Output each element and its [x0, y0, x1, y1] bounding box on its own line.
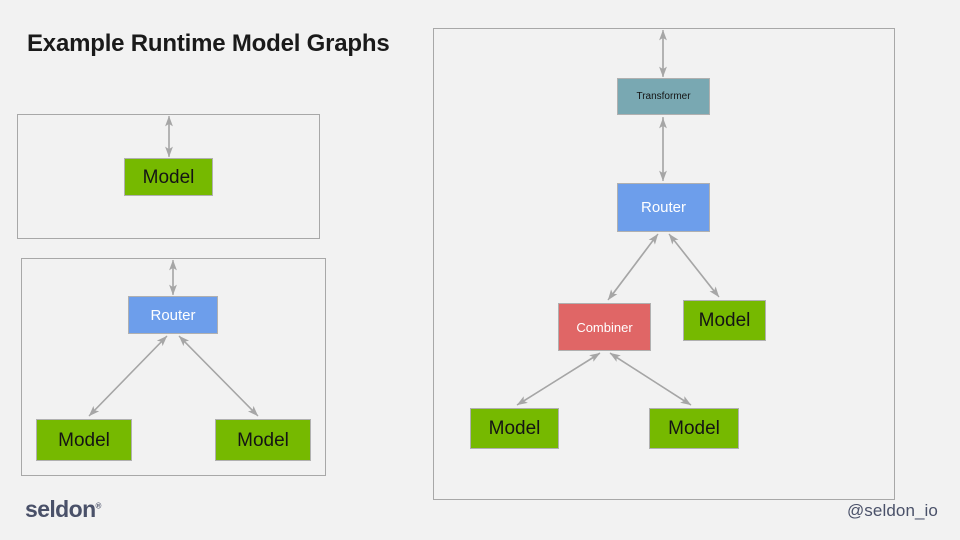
- node-model-single[interactable]: Model: [124, 158, 213, 196]
- node-router-panel3[interactable]: Router: [617, 183, 710, 232]
- node-model-panel2-right[interactable]: Model: [215, 419, 311, 461]
- node-model-panel3-combiner-right[interactable]: Model: [649, 408, 739, 449]
- node-model-panel3-router-right[interactable]: Model: [683, 300, 766, 341]
- node-model-panel3-combiner-left[interactable]: Model: [470, 408, 559, 449]
- node-router-panel2[interactable]: Router: [128, 296, 218, 334]
- panel-single-model: [17, 114, 320, 239]
- node-combiner[interactable]: Combiner: [558, 303, 651, 351]
- seldon-logo: seldon®: [25, 496, 101, 523]
- node-transformer[interactable]: Transformer: [617, 78, 710, 115]
- trademark-icon: ®: [95, 501, 102, 511]
- social-handle: @seldon_io: [846, 501, 938, 520]
- node-model-panel2-left[interactable]: Model: [36, 419, 132, 461]
- panel-full-graph: [433, 28, 895, 500]
- seldon-logo-text: seldon: [25, 496, 96, 522]
- page-title: Example Runtime Model Graphs: [27, 30, 390, 57]
- panel-router-models: [21, 258, 326, 476]
